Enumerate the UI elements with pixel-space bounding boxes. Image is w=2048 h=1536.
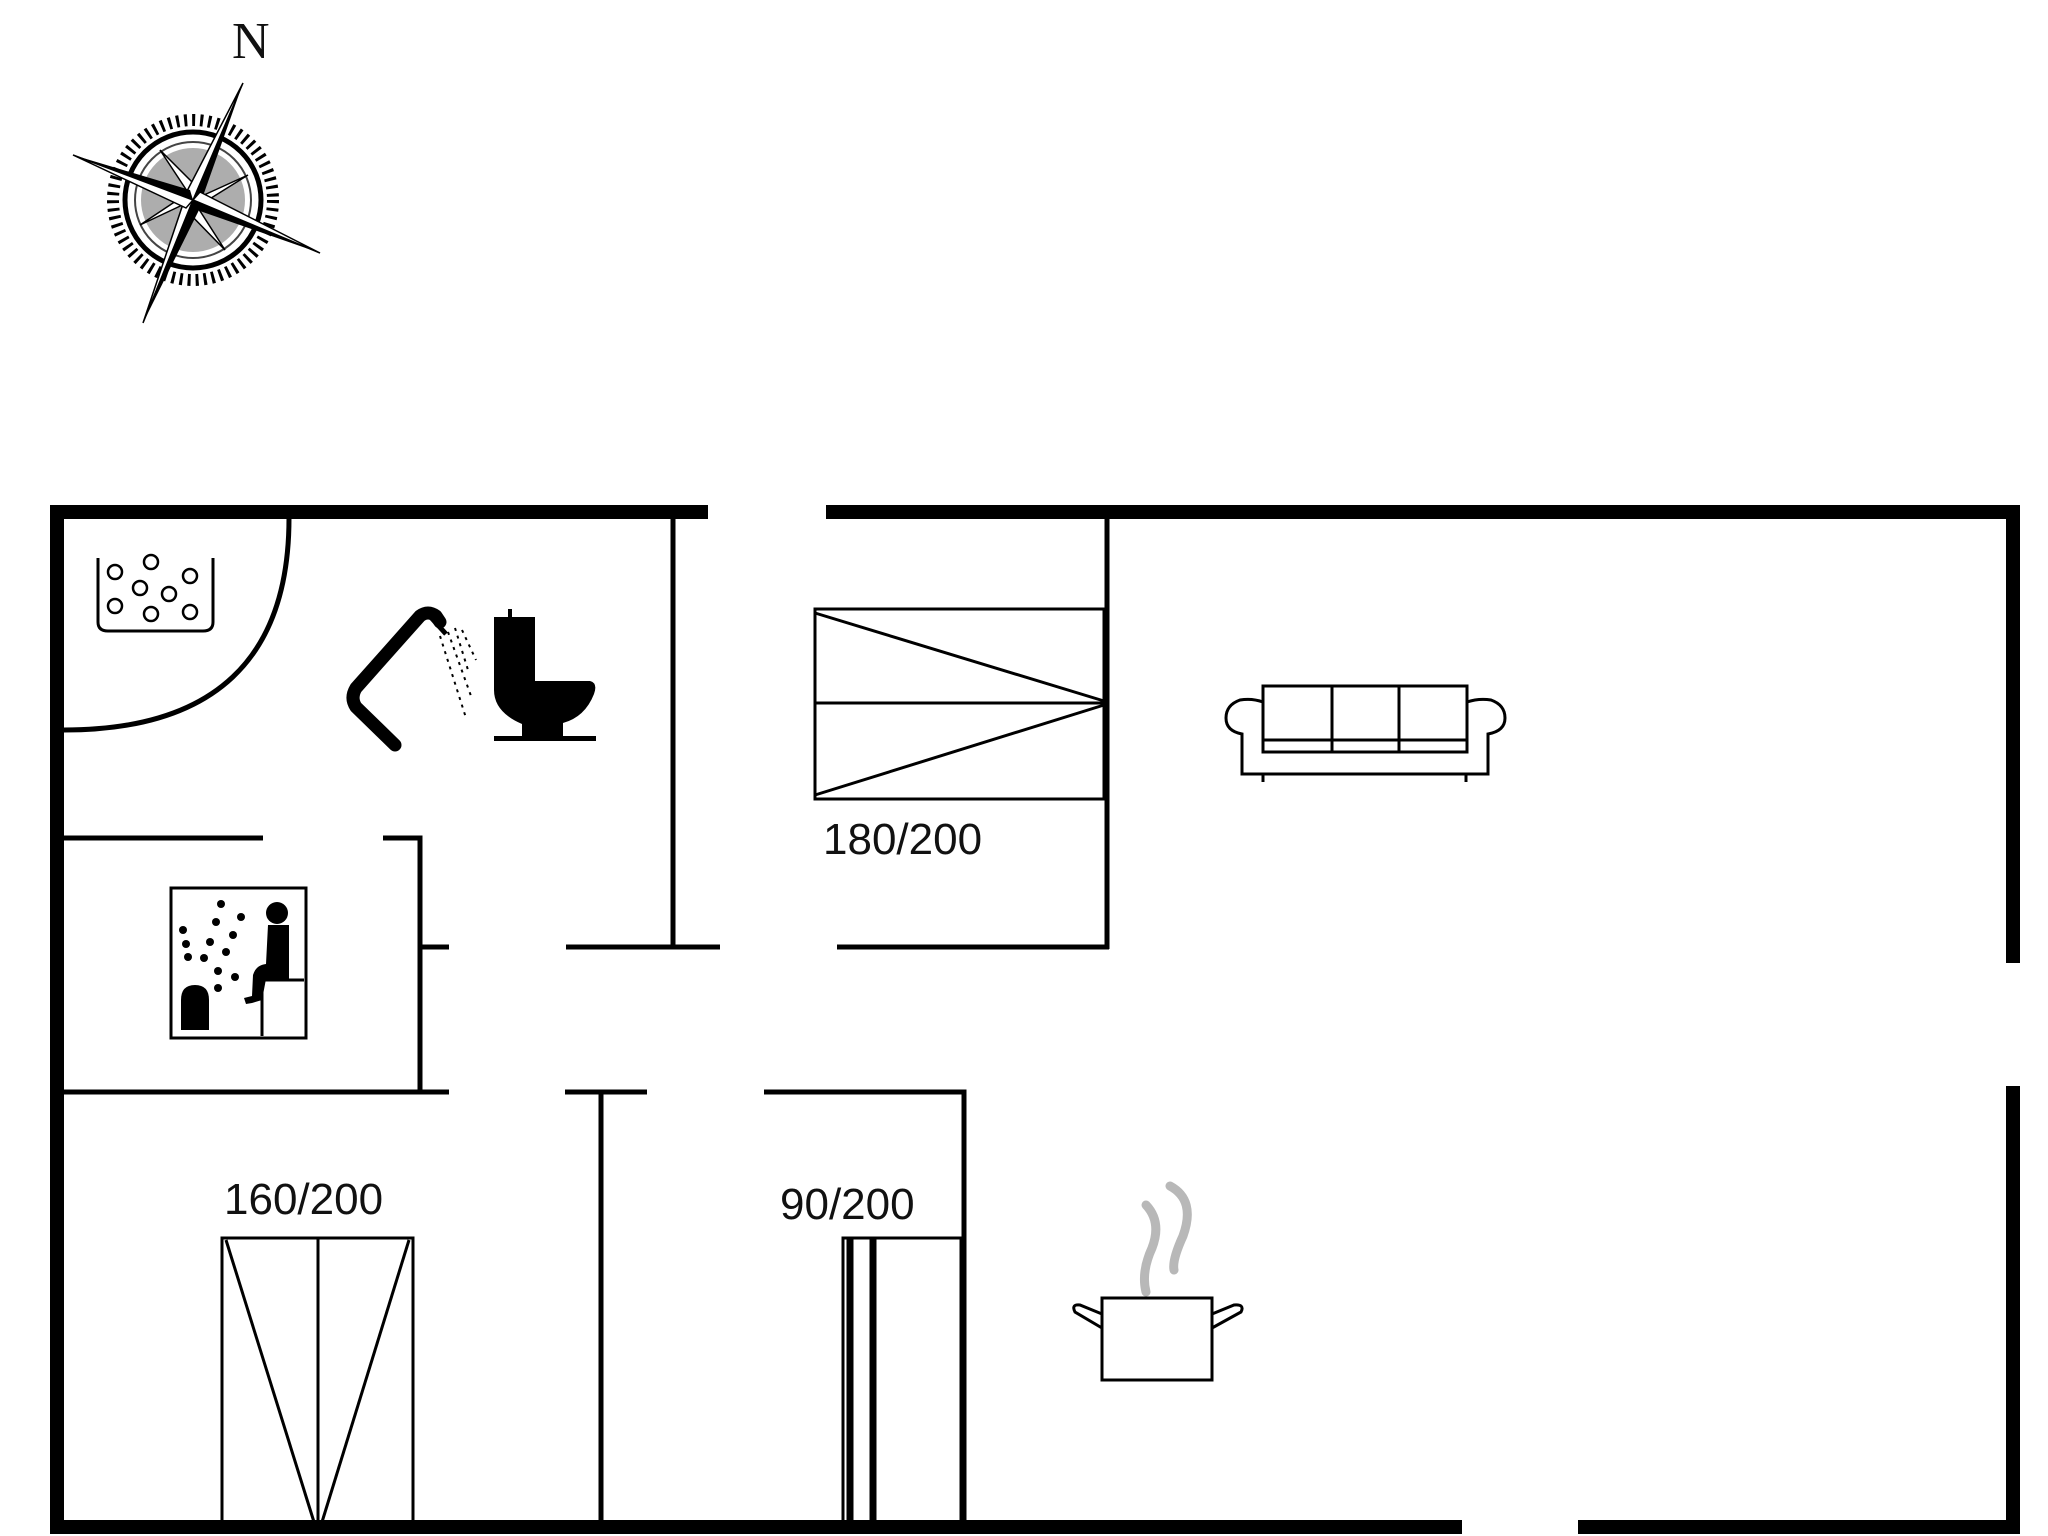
bathroom <box>63 517 596 752</box>
jacuzzi-icon <box>96 553 215 633</box>
kitchen <box>1072 1181 1244 1382</box>
sofa-icon <box>1224 684 1507 782</box>
shower-enclosure <box>63 517 292 733</box>
cooking-pot-icon <box>1072 1181 1244 1382</box>
single-bed-icon <box>841 1236 963 1526</box>
north-label: N <box>232 13 270 70</box>
compass: N <box>72 13 321 324</box>
toilet-icon <box>494 609 596 741</box>
bedroom-2: 160/200 <box>220 1175 415 1526</box>
hand-shower-icon <box>346 606 477 752</box>
interior-walls <box>64 518 1110 1522</box>
living-room <box>1224 684 1507 782</box>
bed-size-label: 180/200 <box>823 815 982 864</box>
bed-size-label: 160/200 <box>224 1175 383 1224</box>
double-bed-icon <box>220 1236 415 1526</box>
double-bed-icon <box>813 607 1106 801</box>
bedroom-3: 90/200 <box>780 1180 963 1526</box>
bedroom-1: 180/200 <box>813 607 1106 864</box>
bed-size-label: 90/200 <box>780 1180 915 1229</box>
exterior-walls <box>50 505 2020 1534</box>
compass-rose-icon <box>72 82 321 324</box>
sauna <box>169 886 308 1040</box>
sauna-icon <box>169 886 308 1040</box>
